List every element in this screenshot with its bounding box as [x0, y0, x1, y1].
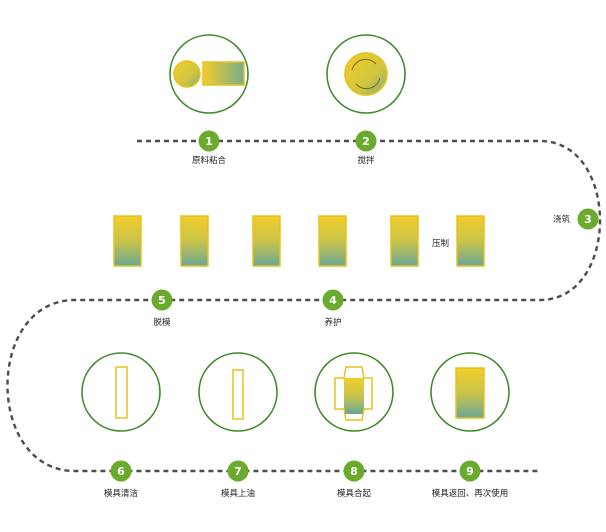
process-path — [6, 139, 602, 473]
closing-mold-icon — [314, 352, 394, 432]
empty-mold-icon — [81, 352, 161, 432]
step-label-2: 搅拌 — [357, 155, 375, 166]
step-number-5: 5 — [158, 294, 166, 307]
press-label: 压制 — [432, 238, 449, 249]
step-number-7: 7 — [234, 465, 242, 478]
step-number-3: 3 — [584, 213, 592, 226]
step-marker-1 — [198, 130, 220, 152]
press-block — [390, 215, 419, 267]
step-marker-2 — [355, 130, 377, 152]
step-markers: 1 原料粘合 2 搅拌 3 浇筑 4 养护 5 脱模 6 模具清洁 7 模具上油 8 模具合起 9 模具返回、再次… — [104, 130, 599, 499]
step-label-7: 模具上油 — [221, 488, 255, 499]
step-marker-8 — [343, 460, 365, 482]
step-marker-6 — [110, 460, 132, 482]
step-marker-9 — [459, 460, 481, 482]
press-block — [252, 215, 281, 267]
press-block — [456, 215, 485, 267]
step-label-1: 原料粘合 — [192, 155, 227, 166]
step-label-5: 脱模 — [153, 317, 171, 328]
press-blocks — [113, 215, 485, 267]
step-label-8: 模具合起 — [337, 488, 372, 499]
step-number-8: 8 — [350, 465, 358, 478]
oiled-mold-icon — [198, 352, 278, 432]
step-marker-4 — [322, 289, 344, 311]
step-number-4: 4 — [329, 294, 337, 307]
stir-icon — [326, 34, 406, 114]
step-label-9: 模具返回、再次使用 — [432, 488, 509, 499]
press-block — [113, 215, 142, 267]
step-label-3: 浇筑 — [553, 214, 571, 225]
reused-mold-icon — [430, 352, 510, 432]
step-number-9: 9 — [466, 465, 474, 478]
step-label-4: 养护 — [324, 317, 341, 328]
mix-ingredients-icon — [169, 34, 249, 114]
step-number-2: 2 — [362, 135, 370, 148]
step-number-6: 6 — [117, 465, 125, 478]
step-number-1: 1 — [205, 135, 213, 148]
step-marker-7 — [227, 460, 249, 482]
step-label-6: 模具清洁 — [104, 488, 139, 499]
step-marker-5 — [151, 289, 173, 311]
press-block — [180, 215, 209, 267]
step-marker-3 — [577, 208, 599, 230]
press-block — [318, 215, 347, 267]
